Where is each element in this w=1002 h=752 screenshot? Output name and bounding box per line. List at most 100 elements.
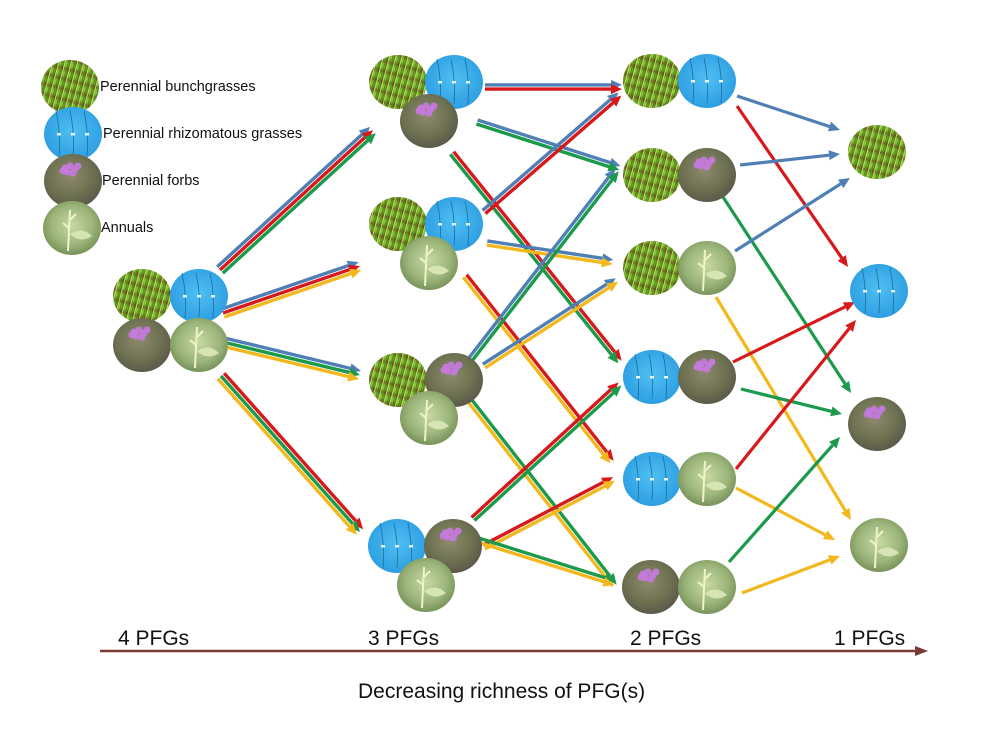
arrow-bunchgrass [481,282,608,366]
pfg-icon-annual [400,391,458,445]
pfg-icon-rhizomatous [623,350,681,404]
arrowhead-annual [827,555,840,565]
pfg-icon-bunchgrass-photo [369,353,427,407]
rhizome-node [636,376,640,379]
rhizome-node [650,478,654,481]
pfg-icon-bunchgrass-photo [848,125,906,179]
arrowhead-bunchgrass [838,178,850,189]
arrowhead-rhizomatous [610,348,622,361]
pfg-icon-bunchgrass-photo [369,55,427,109]
pfg-icon-forb [424,519,482,573]
pfg-icon-bunchgrass-photo [623,148,681,202]
edge-n2b-to-n1a [739,150,840,167]
arrowhead-bunchgrass [607,92,619,104]
annual-leaf [424,587,446,597]
legend-icon-forb-photo [44,154,102,208]
arrowhead-annual [841,508,851,520]
arrowhead-rhizomatous [837,255,848,267]
arrow-bunchgrass [477,118,611,165]
pfg-icon-bunchgrass [623,241,681,295]
node-n2f [622,560,736,614]
forb-flower [138,333,146,341]
pfg-icon-annual-photo [397,558,455,612]
arrow-forb [221,139,369,275]
forb-flower [703,365,711,373]
arrowhead-annual [345,523,357,535]
pfg-icon-bunchgrass [623,54,681,108]
legend-label-annual: Annuals [101,220,154,236]
legend-label-bunchgrass: Perennial bunchgrasses [100,79,256,95]
arrow-bunchgrass [734,182,842,253]
arrow-forb [463,389,612,578]
arrow-bunchgrass [221,263,349,311]
rhizome-node [466,223,470,226]
node-n4 [113,269,228,372]
rhizome-node [381,545,385,548]
arrow-forb [470,178,614,363]
arrowhead-forb [364,133,376,145]
arrow-rhizomatous [734,327,851,471]
edges-layer [216,79,856,595]
rhizome-node [409,545,413,548]
forb-flower [450,368,458,376]
annual-leaf [427,265,449,275]
arrowhead-forb [607,171,619,184]
legend-icon-annual [43,201,101,255]
arrow-annual [484,286,610,370]
pfg-icon-bunchgrass-photo [623,54,681,108]
arrowhead-annual [349,268,362,279]
annual-stem [416,566,431,609]
pfg-icon-annual-photo [170,318,228,372]
arrow-forb [462,531,606,580]
arrowhead-rhizomatous [352,517,364,530]
rhizome-node [85,133,89,136]
edge-n2f-to-n1c [727,437,840,564]
forb-flower [708,358,716,366]
rhizome-node [650,376,654,379]
legend-icon-rhizomatous [44,107,102,161]
arrow-forb [473,391,615,522]
pfg-icon-forb-photo [848,397,906,451]
edge-n2a-to-n1a [736,94,840,132]
arrow-annual [741,558,831,595]
forb-flower [652,568,660,576]
pfg-icon-bunchgrass [623,148,681,202]
arrow-forb [219,374,354,525]
arrowhead-forb [607,161,620,172]
rhizome-node [691,80,695,83]
pfg-icon-annual-photo [678,241,736,295]
annual-stem [419,244,434,287]
node-n1b [850,264,908,318]
arrow-annual [216,377,351,528]
forb-flower [647,575,655,583]
legend-icon-bunchgrass [41,60,99,114]
pfg-icon-rhizomatous [678,54,736,108]
forb-flower [703,163,711,171]
edge-n2d-to-n1c [740,387,842,417]
node-n2b [623,148,736,202]
annual-stem [697,249,712,292]
pfg-icon-annual-photo [850,518,908,572]
forb-flower [455,361,463,369]
arrowhead-forb [828,437,840,449]
arrowhead-forb [840,381,851,393]
legend-label-rhizomatous: Perennial rhizomatous grasses [103,126,303,142]
rhizome-node [705,80,709,83]
legend-icon-forb [44,154,102,208]
pfg-icon-annual [678,560,736,614]
arrow-forb [740,387,832,413]
arrow-bunchgrass [216,133,364,269]
annual-leaf [705,481,727,491]
pfg-icon-bunchgrass-photo [369,197,427,251]
edge-n3b-to-n2e [462,273,614,464]
forb-flower [693,363,701,371]
node-n1d [850,518,908,572]
edge-n3c-to-n2c [481,278,619,370]
edge-n2a-to-n1b [735,105,848,267]
annual-leaf [427,420,449,430]
forb-flower [873,412,881,420]
pfg-icon-annual [678,241,736,295]
rhizome-node [636,478,640,481]
rhizome-node [438,81,442,84]
rhizome-node [466,81,470,84]
